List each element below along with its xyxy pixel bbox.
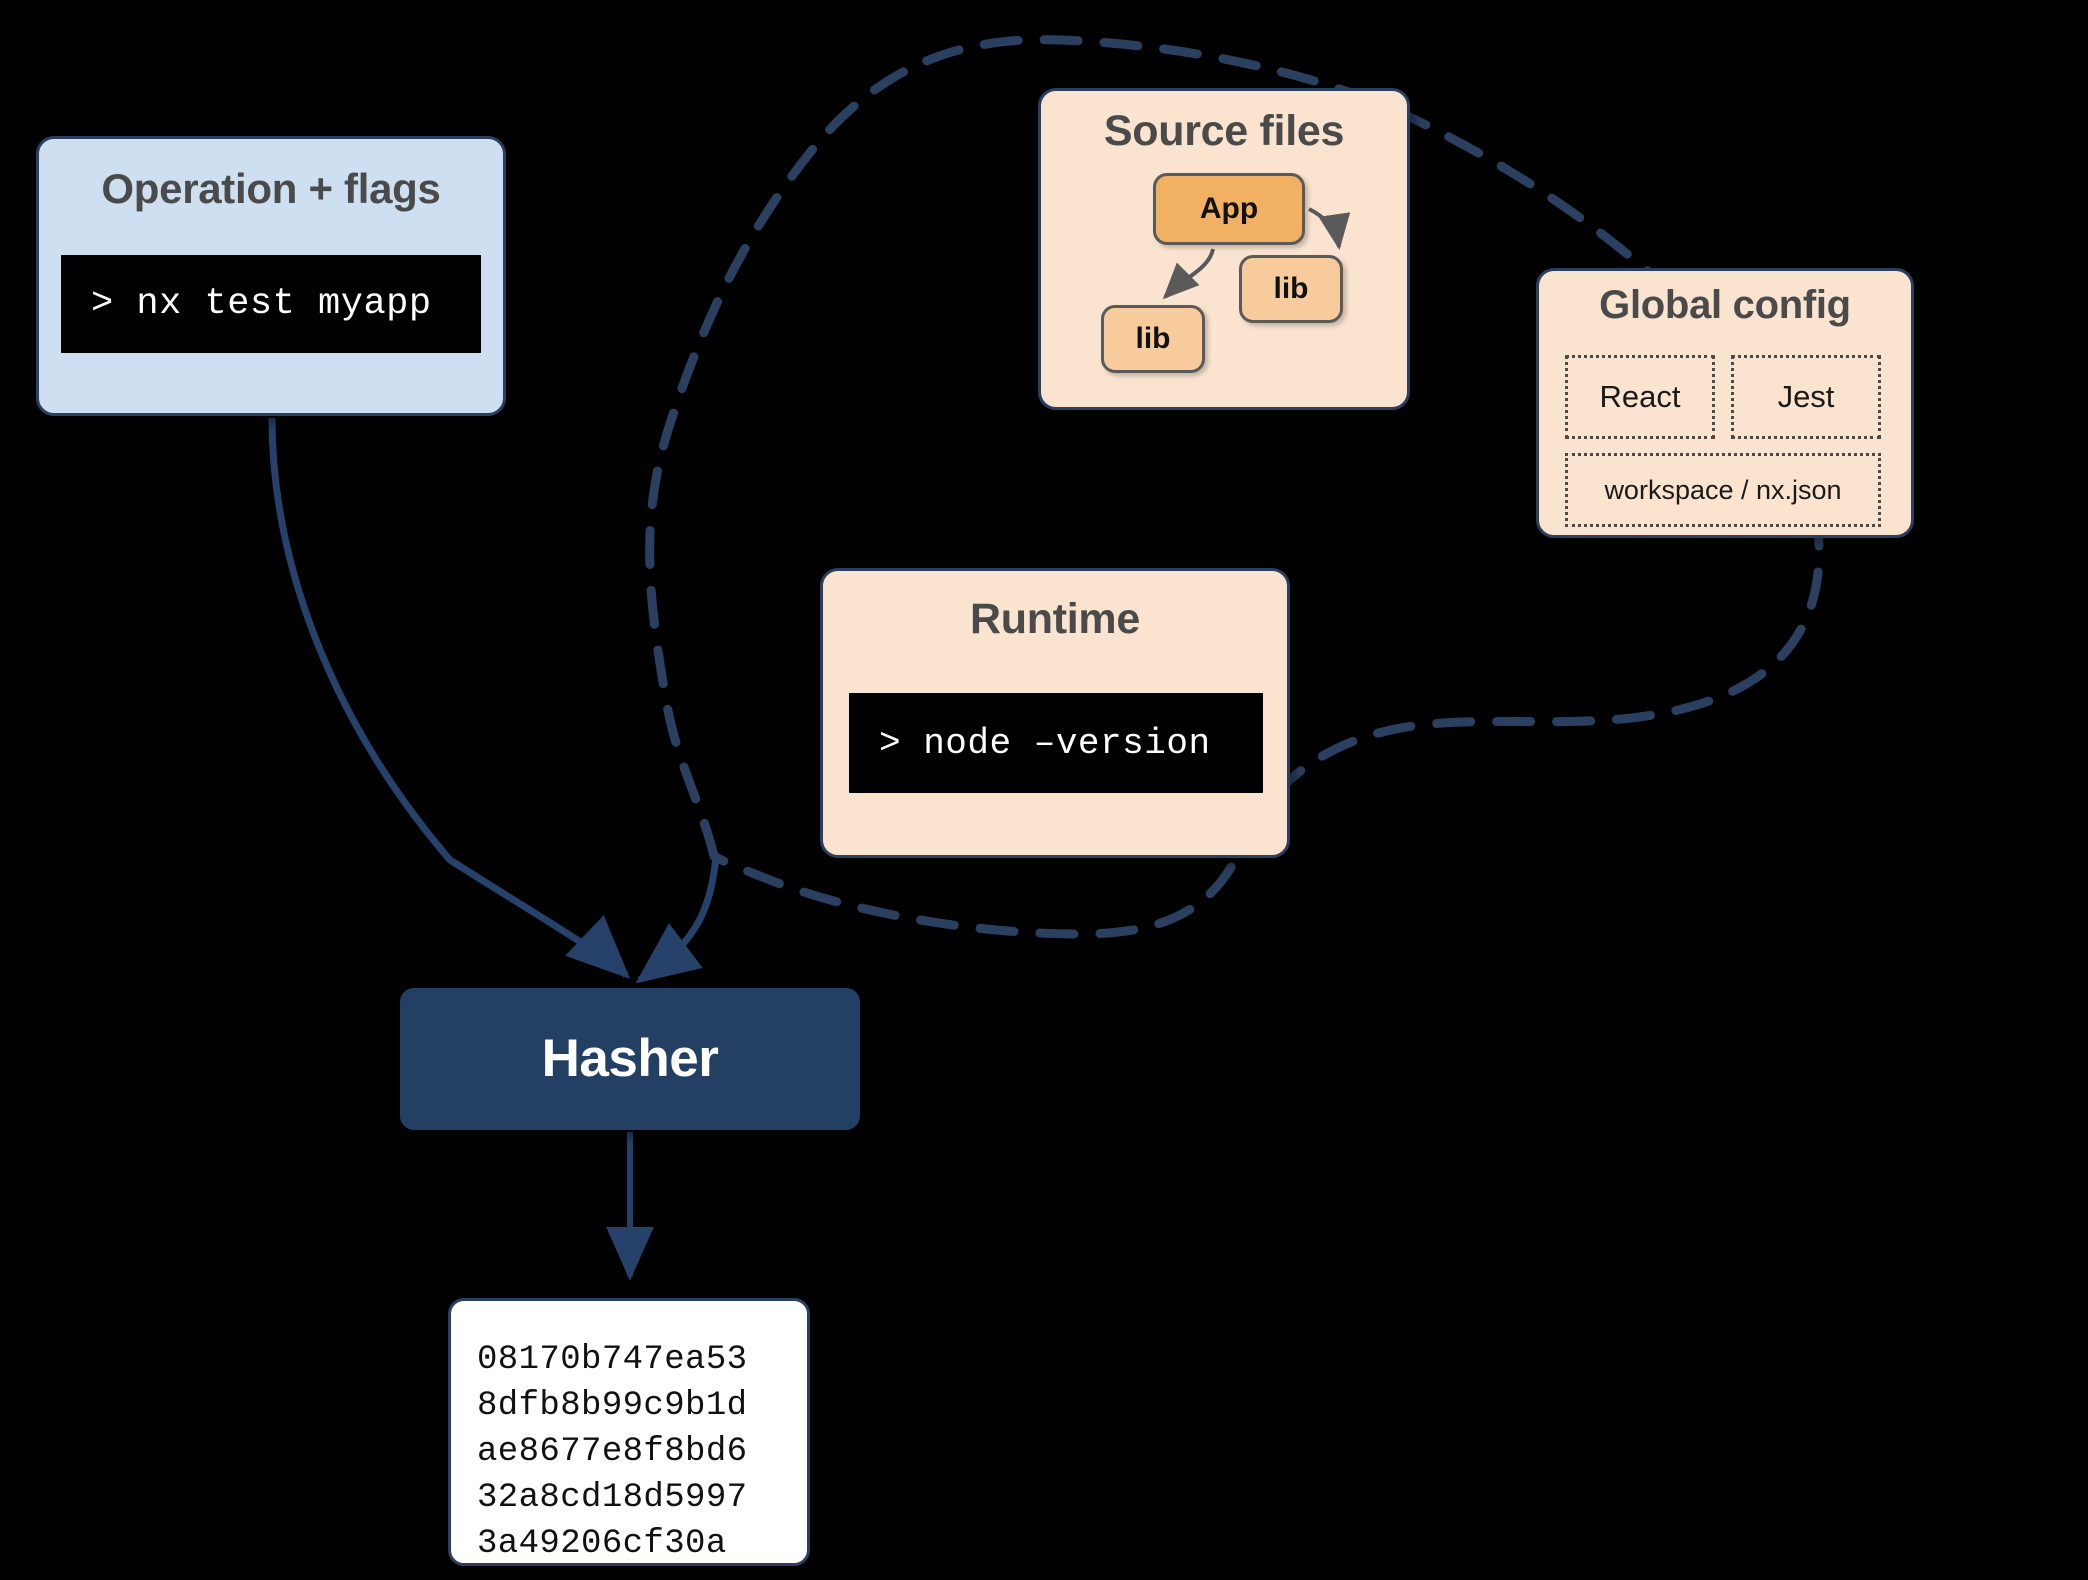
global-config-title: Global config: [1599, 283, 1851, 327]
graph-node-lib-left[interactable]: lib: [1101, 305, 1205, 373]
edge-app-to-lib-left: [1162, 248, 1215, 300]
config-cell-react: React: [1565, 355, 1715, 439]
source-files-card: Source files App lib lib: [1038, 88, 1410, 410]
config-cell-workspace-nxjson: workspace / nx.json: [1565, 453, 1881, 527]
source-files-title: Source files: [1103, 107, 1345, 155]
graph-node-lib-right[interactable]: lib: [1239, 255, 1343, 323]
operation-flags-title: Operation + flags: [101, 165, 441, 212]
operation-command-terminal: > nx test myapp: [61, 255, 481, 353]
operation-flags-card: Operation + flags > nx test myapp: [36, 136, 506, 416]
runtime-title: Runtime: [970, 595, 1140, 643]
edge-inputs-to-hasher: [635, 855, 720, 984]
graph-node-app[interactable]: App: [1153, 173, 1305, 245]
global-config-card: Global config React Jest workspace / nx.…: [1536, 268, 1914, 538]
runtime-command-terminal: > node –version: [849, 693, 1263, 793]
hasher-card: Hasher: [400, 988, 860, 1130]
config-cell-jest: Jest: [1731, 355, 1881, 439]
edge-operation-to-hasher: [268, 417, 631, 979]
hash-output-text: 08170b747ea53 8dfb8b99c9b1d ae8677e8f8bd…: [477, 1341, 748, 1563]
hasher-label: Hasher: [541, 1029, 719, 1088]
edge-app-to-lib-right: [1308, 207, 1351, 251]
hash-output-card: 08170b747ea53 8dfb8b99c9b1d ae8677e8f8bd…: [448, 1298, 810, 1566]
runtime-card: Runtime > node –version: [820, 568, 1290, 858]
